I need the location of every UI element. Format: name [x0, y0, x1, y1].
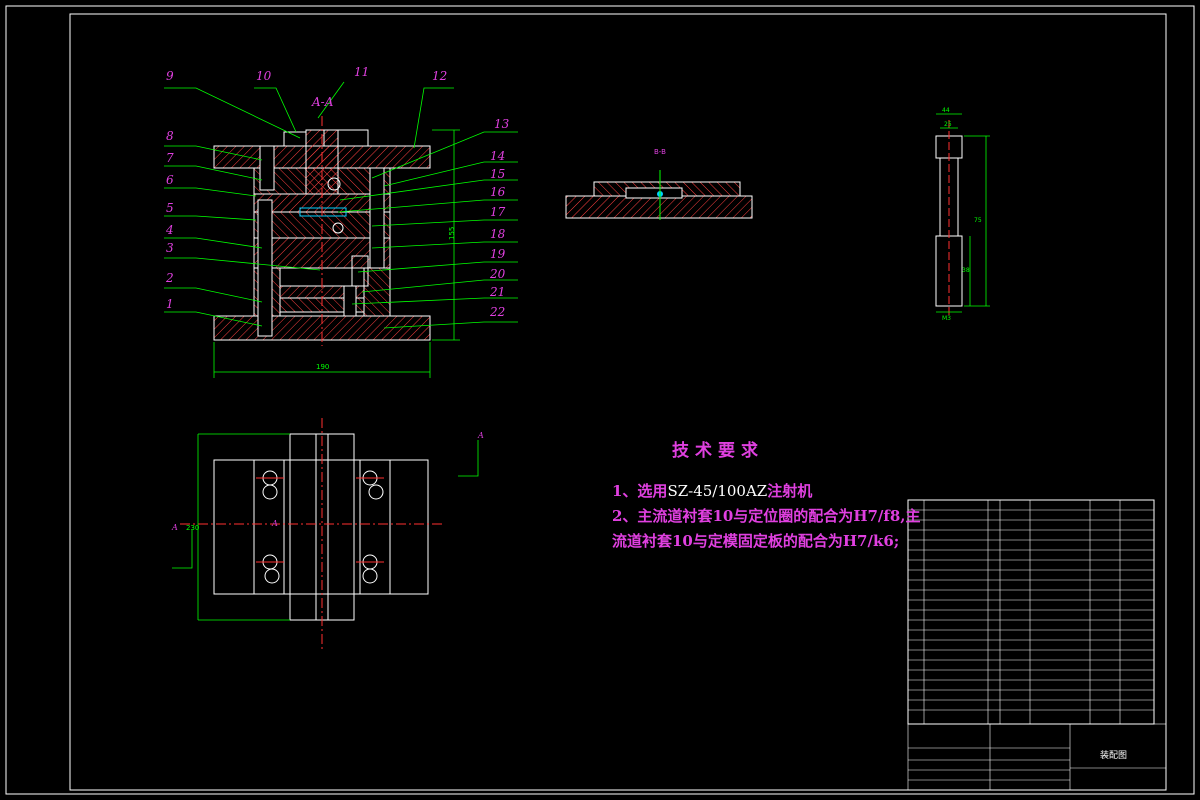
dim-width: 190: [316, 363, 329, 371]
pin-dim-len2: 38: [962, 267, 970, 274]
tech-requirement-2a: 2、主流道衬套10与定位圈的配合为H7/f8,主: [612, 507, 921, 525]
tech-requirement-1: 1、选用SZ-45/100AZ注射机: [612, 480, 812, 501]
part-label-13: 13: [494, 117, 510, 131]
pin-dim-top: 44: [942, 107, 950, 114]
part-label-7: 7: [166, 151, 174, 165]
inner-border: [69, 13, 1167, 791]
part-label-16: 16: [490, 185, 506, 199]
req1-model: SZ-45/100AZ: [667, 482, 768, 500]
part-label-10: 10: [256, 69, 272, 83]
leaders-left: [164, 81, 345, 327]
plan-marker-a-right: A: [477, 431, 484, 440]
pin-dims: [936, 113, 990, 313]
plan-markers: [172, 433, 479, 621]
plan-marker-a-mid: A: [271, 519, 278, 528]
part-label-17: 17: [490, 205, 506, 219]
part-label-18: 18: [490, 227, 506, 241]
req1-suffix: 注射机: [767, 482, 813, 500]
title-block: [907, 723, 1167, 791]
drawing-name: 装配图: [1100, 751, 1128, 761]
part-label-21: 21: [489, 285, 505, 299]
bom-table: [907, 499, 1155, 725]
leaders-right: [337, 87, 518, 329]
section-label: A-A: [311, 95, 334, 109]
dim-plan-height: 230: [186, 524, 199, 532]
pin-dim-bottom: M3: [942, 315, 951, 322]
pin-detail: [935, 120, 963, 316]
part-label-3: 3: [166, 241, 174, 255]
outer-border: [5, 5, 1195, 795]
part-label-22: 22: [489, 305, 505, 319]
pin-dim-d: 25: [944, 121, 952, 128]
part-label-11: 11: [354, 65, 369, 79]
part-label-12: 12: [432, 69, 447, 83]
part-label-9: 9: [166, 69, 174, 83]
tech-requirement-2b: 流道衬套10与定模固定板的配合为H7/k6;: [612, 532, 900, 550]
part-label-8: 8: [166, 129, 174, 143]
part-label-1: 1: [166, 297, 174, 311]
detail-view: [565, 170, 753, 220]
part-label-6: 6: [166, 173, 174, 187]
dim-height: 155: [448, 227, 456, 240]
detail-label: B-B: [654, 148, 666, 156]
plan-view: [180, 418, 444, 652]
tech-requirements-title: 技术要求: [672, 441, 764, 461]
part-label-20: 20: [489, 267, 506, 281]
part-label-15: 15: [490, 167, 505, 181]
part-label-14: 14: [490, 149, 505, 163]
req1-prefix: 1、选用: [612, 482, 668, 500]
part-label-5: 5: [166, 201, 174, 215]
section-view: [213, 116, 431, 346]
part-label-4: 4: [165, 223, 174, 237]
dims-main: [213, 129, 460, 378]
plan-marker-a-left: A: [171, 523, 178, 532]
pin-dim-len: 75: [974, 217, 982, 224]
part-labels: 9 10 11 12 8 7 6 5 4 3 2 1 13 14 15 16 1…: [165, 65, 510, 319]
part-label-19: 19: [490, 247, 506, 261]
part-label-2: 2: [165, 271, 174, 285]
